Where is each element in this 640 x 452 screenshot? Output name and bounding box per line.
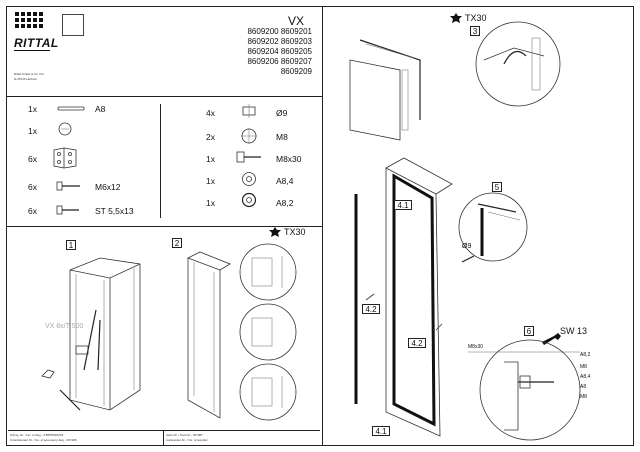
part-label: Ø9 [276,108,288,118]
strip-icon [57,106,85,111]
part-label: A8 [95,104,106,114]
part-qty: 1x [28,104,37,114]
product-codes: 8609200 8609201 8609202 8609203 8609204 … [236,27,312,77]
step-2-label: 2 [172,238,182,248]
title-block: Zchng.-Nr. / No. of dwg.: 6:B87PNRO18 Un… [8,430,320,445]
code-line: 8609206 8609207 [247,57,312,66]
drawing-number: Zchng.-Nr. / No. of dwg.: 6:B87PNRO18 [10,433,64,437]
callout-4-1-bottom: 4.1 [372,426,390,436]
supplier-number: Lieferanten-Nr. / No. of supplier: [166,438,209,442]
s6-label-m8x30: M8x30 [468,344,484,350]
callout-4-2-left: 4.2 [362,304,380,314]
tool-tx30: TX30 [465,13,487,23]
part-qty: 2x [206,132,215,142]
title-cell-right: Sach-Nr. / Part No.: 267987 Lieferanten-… [164,431,320,445]
part-qty: 1x [206,198,215,208]
brand-note-2: D-35745 Herborn [14,77,38,81]
tool-tx30: TX30 [284,227,306,237]
model-title: VX [288,14,305,28]
part-qty: 4x [206,108,215,118]
part-qty: 6x [28,154,37,164]
part-qty: 1x [206,176,215,186]
plug-arrow-icon [461,255,475,263]
step-5-label: 5 [492,182,502,192]
title-cell-left: Zchng.-Nr. / No. of dwg.: 6:B87PNRO18 Un… [8,431,164,445]
bracket-icon [53,147,77,169]
part-number: Sach-Nr. / Part No.: 267987 [166,433,203,437]
callout-4-1-top: 4.1 [394,200,412,210]
s6-label-m8b: M8 [580,394,587,400]
parts-top-rule [6,96,322,97]
s6-label-a8: A8 [580,384,587,390]
bolt-icon [236,151,261,163]
brand-note-1: Rittal GmbH & Co. KG [14,72,44,76]
detail-circle-mid [239,303,297,361]
part-qty: 6x [28,182,37,192]
part-label: ST 5,5x13 [95,206,134,216]
step-3-label: 3 [470,26,480,36]
parts-column-divider [160,104,161,218]
s6-label-a82: A8,2 [580,352,591,358]
torx-icon [269,227,281,237]
detail-circle-top [239,243,297,301]
torx-icon [450,13,462,23]
detail-circle-step3 [475,21,561,107]
part-qty: 1x [28,126,37,136]
step-2-frame-drawing [187,251,231,419]
page-divider [322,6,323,446]
part-label: M8x30 [276,154,302,164]
screw-icon [56,181,80,191]
self-tap-screw-icon [56,205,79,215]
part-qty: 1x [206,154,215,164]
plug-icon [242,104,256,118]
code-line: 8609209 [280,67,312,76]
lock-washer-icon [241,192,257,208]
vx-note: VX 8x/T 500 [45,323,84,330]
callout-4-2-right: 4.2 [408,338,426,348]
part-label: M6x12 [95,182,121,192]
step-3-frame-drawing [349,39,421,141]
step-1-label: 1 [66,240,76,250]
s6-label-m8: M8 [580,364,587,370]
wrench-icon [542,333,561,345]
washer-icon [58,122,72,136]
code-line: 8609200 8609201 [247,27,312,36]
blank-placeholder-box [62,14,84,36]
code-line: 8609204 8609205 [247,47,312,56]
tool-sw13: SW 13 [560,326,588,336]
rittal-logo-grid [15,12,49,32]
hand-icon [41,369,55,379]
nut-icon [241,128,257,144]
part-label: M8 [276,132,288,142]
washer-icon [242,172,256,186]
brand-wordmark: RITTAL [14,36,59,50]
detail-circle-step5 [458,192,528,262]
s6-label-a84: A8,4 [580,374,591,380]
code-line: 8609202 8609203 [247,37,312,46]
part-qty: 6x [28,206,37,216]
plug-size-label: Ø9 [462,243,472,250]
detail-circle-bottom [239,363,297,421]
detail-circle-step6 [468,339,581,441]
brand-underline [14,50,50,51]
parts-bottom-rule [6,226,322,227]
step-4-door-seal-drawing [354,157,453,437]
part-label: A8,4 [276,176,294,186]
accessory-number: Unterlieferant Nr. / No. of accessory dw… [10,438,77,442]
step-6-label: 6 [524,326,534,336]
part-label: A8,2 [276,198,294,208]
step-1-cabinet-drawing [59,257,141,411]
